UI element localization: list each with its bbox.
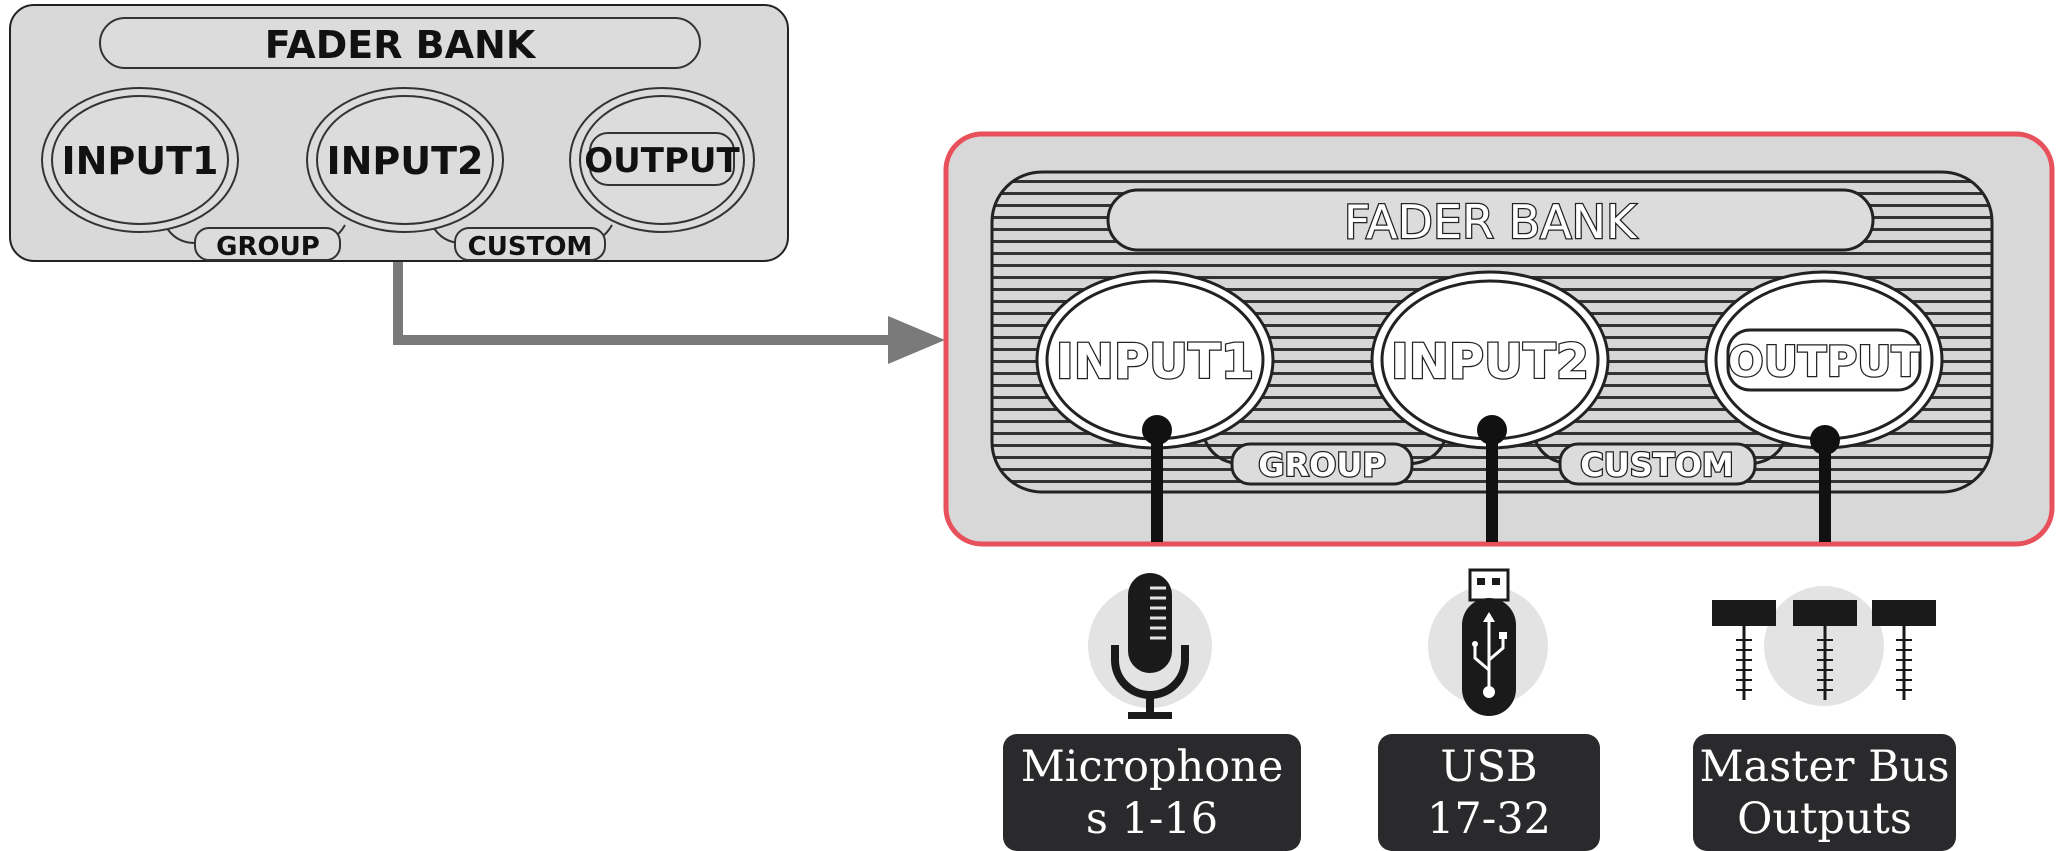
zoom-button-label-input1: INPUT1 bbox=[1056, 334, 1254, 390]
zoom-button-label-output: OUTPUT bbox=[1728, 337, 1920, 386]
fader-cap-right bbox=[1872, 600, 1936, 700]
zoom-button-input2[interactable]: INPUT2 bbox=[1370, 270, 1610, 450]
zoom-link-custom: CUSTOM bbox=[1533, 439, 1787, 486]
caption-usb: USB 17-32 bbox=[1378, 734, 1600, 851]
zoom-button-output[interactable]: OUTPUT bbox=[1704, 270, 1944, 450]
fader-cap-center bbox=[1793, 600, 1857, 700]
zoom-title: FADER BANK bbox=[1344, 195, 1638, 249]
source-link-label-custom: CUSTOM bbox=[468, 232, 593, 262]
zoom-button-input1[interactable]: INPUT1 bbox=[1035, 270, 1275, 450]
source-panel: FADER BANK GROUP CUSTOM INPUT1 INPUT2 OU… bbox=[9, 4, 789, 262]
zoom-panel: FADER BANK GROUP CUSTOM INPUT1 INPUT2 bbox=[943, 131, 2055, 547]
zoom-link-group: GROUP bbox=[1203, 439, 1447, 486]
source-button-input2[interactable]: INPUT2 bbox=[306, 87, 504, 233]
source-title-pill bbox=[99, 17, 701, 69]
zoom-link-label-group: GROUP bbox=[1258, 446, 1386, 484]
lead-output bbox=[1810, 425, 1840, 542]
zoom-button-label-input2: INPUT2 bbox=[1391, 334, 1589, 390]
source-button-output[interactable]: OUTPUT bbox=[569, 87, 755, 233]
caption-microphones: Microphone s 1-16 bbox=[1003, 734, 1301, 851]
lead-input1 bbox=[1142, 415, 1172, 542]
zoom-link-label-custom: CUSTOM bbox=[1580, 446, 1733, 484]
source-link-label-group: GROUP bbox=[216, 232, 320, 262]
zoom-arrow bbox=[393, 262, 945, 364]
source-button-label-input2: INPUT2 bbox=[326, 139, 483, 183]
source-title: FADER BANK bbox=[265, 23, 537, 67]
source-button-label-input1: INPUT1 bbox=[61, 139, 218, 183]
zoom-title-pill bbox=[1106, 188, 1875, 252]
caption-master-bus: Master Bus Outputs bbox=[1693, 734, 1956, 851]
source-button-label-output: OUTPUT bbox=[584, 141, 740, 181]
microphone-icon bbox=[1088, 573, 1212, 719]
source-link-group: GROUP bbox=[164, 224, 346, 262]
source-button-input1[interactable]: INPUT1 bbox=[41, 87, 239, 233]
fader-bus-icon bbox=[1712, 586, 1936, 706]
source-link-custom: CUSTOM bbox=[431, 224, 613, 262]
usb-drive-icon bbox=[1428, 568, 1548, 716]
fader-cap-left bbox=[1712, 600, 1776, 700]
lead-input2 bbox=[1477, 415, 1507, 542]
